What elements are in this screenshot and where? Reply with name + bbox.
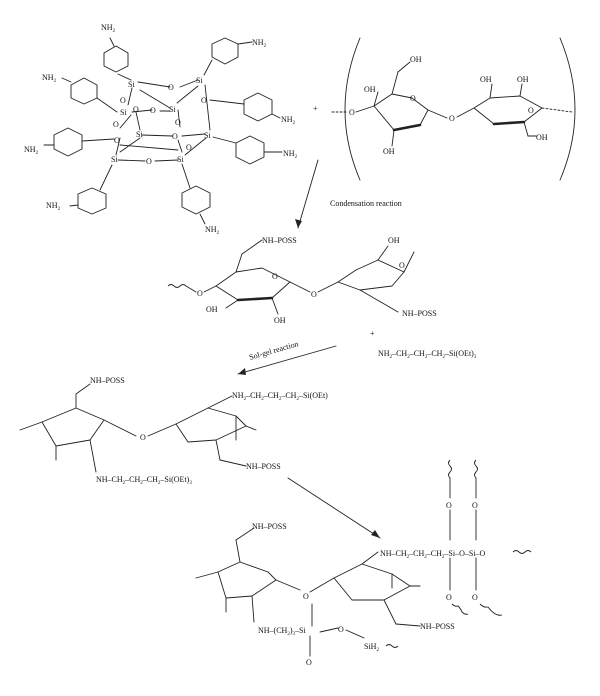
o-label: O: [410, 94, 416, 103]
si-label: Si: [111, 155, 118, 164]
o-label: O: [146, 157, 152, 166]
o-label: O: [140, 433, 146, 442]
svg-text:NH2: NH2: [281, 115, 296, 126]
o-label: O: [449, 114, 455, 123]
svg-text:NH2: NH2: [42, 73, 57, 84]
crosslink-arrow: [287, 477, 381, 539]
oh-label: OH: [383, 147, 395, 156]
o-label: O: [113, 120, 119, 129]
svg-text:NH2: NH2: [24, 145, 39, 156]
condensation-label: Condensation reaction: [330, 199, 402, 208]
o-label: O: [197, 289, 203, 298]
o-label: O: [120, 96, 126, 105]
crosslinked-network: NH–POSS NH–(CH2)3–Si O O SiH2 O NH–CH2–C…: [195, 459, 532, 667]
nh-poss-label: NH–POSS: [246, 462, 281, 471]
poss-cage: Si O Si O O O O Si Si O O Si O Si O O Si…: [24, 23, 298, 236]
oh-label: OH: [480, 75, 492, 84]
o-label: O: [528, 106, 534, 115]
o-label: O: [114, 136, 120, 145]
o-label: O: [172, 132, 178, 141]
plus-sign: +: [313, 104, 318, 113]
si-label: Si: [128, 80, 135, 89]
o-label: O: [338, 625, 344, 634]
svg-text:NH2: NH2: [101, 23, 116, 34]
svg-text:SiH2: SiH2: [364, 642, 379, 653]
nh-poss-label: NH–POSS: [402, 309, 437, 318]
nh-poss-label: NH–POSS: [262, 236, 297, 245]
o-label: O: [175, 118, 181, 127]
o-label: O: [186, 143, 192, 152]
plus-sign: +: [370, 329, 375, 338]
aptes-label: NH2–CH2–CH2–CH2–Si(OEt)3: [378, 349, 477, 360]
oh-label: OH: [517, 75, 529, 84]
o-label: O: [303, 592, 309, 601]
svg-text:NH2: NH2: [283, 149, 298, 160]
o-label: O: [306, 658, 312, 667]
svg-text:NH2: NH2: [46, 201, 61, 212]
svg-text:NH–(CH2)3–Si: NH–(CH2)3–Si: [258, 626, 306, 637]
o-label: O: [399, 261, 405, 270]
o-label: O: [168, 83, 174, 92]
nh-poss-label: NH–POSS: [420, 622, 455, 631]
si-label: Si: [169, 105, 176, 114]
svg-text:NH–CH2–CH2–CH2–Si–O–Si–O: NH–CH2–CH2–CH2–Si–O–Si–O: [380, 549, 486, 560]
oh-label: OH: [410, 55, 422, 64]
si-label: Si: [136, 130, 143, 139]
o-label: O: [311, 290, 317, 299]
si-label: Si: [120, 108, 127, 117]
si-label: Si: [196, 76, 203, 85]
o-label: O: [150, 106, 156, 115]
o-label: O: [472, 501, 478, 510]
nh-poss-label: NH–POSS: [252, 522, 287, 531]
o-label: O: [201, 96, 207, 105]
silane-cellulose: NH–POSS NH–CH2–CH2–CH2–Si(OEt)3 O NH2–CH…: [19, 376, 328, 486]
svg-text:NH2: NH2: [252, 38, 267, 49]
o-label: O: [472, 593, 478, 602]
oh-label: OH: [536, 133, 548, 142]
oh-label: OH: [274, 316, 286, 325]
svg-text:NH–CH2–CH2–CH2–Si(OEt)3: NH–CH2–CH2–CH2–Si(OEt)3: [96, 475, 192, 486]
si-label: Si: [204, 131, 211, 140]
oh-label: OH: [206, 305, 218, 314]
si-label: Si: [177, 155, 184, 164]
o-label: O: [446, 501, 452, 510]
svg-text:NH2: NH2: [205, 225, 220, 236]
o-label: O: [272, 272, 278, 281]
svg-text:NH2–CH2–CH2–CH2–Si(OEt): NH2–CH2–CH2–CH2–Si(OEt): [232, 391, 328, 402]
cellulose-unit: O OH O OH OH O OH OH O OH: [331, 37, 576, 181]
oh-label: OH: [388, 236, 400, 245]
o-label: O: [349, 108, 355, 117]
o-label: O: [133, 105, 139, 114]
o-label: O: [446, 593, 452, 602]
oh-label: OH: [364, 85, 376, 94]
nh-poss-label: NH–POSS: [90, 376, 125, 385]
poss-cellulose: O O NH–POSS OH OH O OH O NH–POSS: [167, 236, 437, 325]
condensation-arrow: Condensation reaction: [295, 159, 402, 229]
solgel-arrow: Sol-gel reaction: [237, 339, 337, 375]
